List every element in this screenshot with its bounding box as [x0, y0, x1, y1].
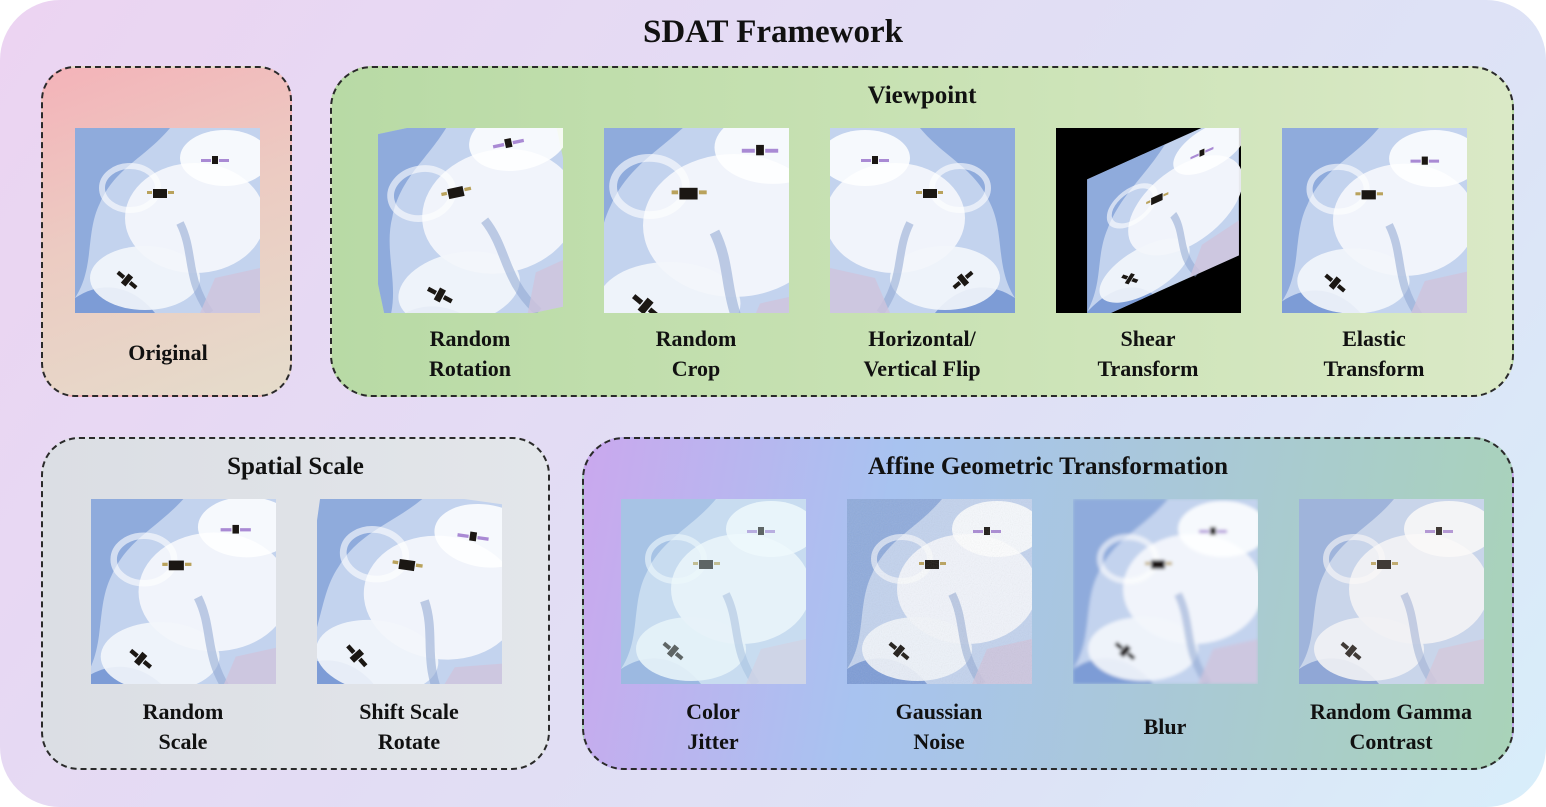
satellite-icon — [220, 524, 251, 534]
satellite-icon — [162, 560, 192, 571]
satellite-icon — [693, 560, 720, 569]
thumb-random-crop — [604, 128, 789, 313]
satellite-scene-image — [317, 499, 502, 684]
thumb-color-jitter — [621, 499, 806, 684]
satellite-icon — [346, 644, 368, 668]
satellite-icon — [1114, 641, 1136, 661]
satellite-icon — [1371, 560, 1398, 569]
satellite-icon — [201, 156, 229, 164]
thumb-gamma-contrast — [1299, 499, 1484, 684]
satellite-icon — [631, 294, 660, 313]
satellite-icon — [1190, 146, 1214, 160]
satellite-icon — [1410, 156, 1440, 165]
satellite-icon — [1355, 190, 1383, 200]
satellite-icon — [1145, 560, 1172, 569]
panel-original: Original — [41, 66, 292, 397]
satellite-scene-image — [621, 499, 806, 684]
satellite-scene-image — [75, 128, 260, 313]
panel-title-viewpoint: Viewpoint — [867, 82, 977, 109]
satellite-icon — [116, 270, 138, 290]
panel-title-affine: Affine Geometric Transformation — [867, 453, 1229, 480]
satellite-icon — [1425, 527, 1453, 535]
thumb-shift-scale-rotate — [317, 499, 502, 684]
satellite-icon — [129, 648, 152, 669]
satellite-icon — [741, 144, 779, 156]
satellite-icon — [426, 286, 453, 304]
thumb-flip — [830, 128, 1015, 313]
caption-flip: Horizontal/Vertical Flip — [863, 326, 981, 381]
satellite-scene-image — [830, 128, 1015, 313]
satellite-icon — [747, 527, 775, 535]
caption-blur: Blur — [1143, 714, 1187, 739]
panel-viewpoint: Viewpoint — [330, 66, 1514, 397]
thumb-blur — [1073, 499, 1258, 684]
satellite-scene-image — [1282, 128, 1467, 313]
satellite-scene-image — [1299, 499, 1484, 684]
caption-original: Original — [128, 340, 208, 365]
satellite-icon — [1199, 527, 1227, 535]
satellite-icon — [1146, 191, 1169, 206]
panel-affine: Affine Geometric Transformation — [582, 437, 1514, 770]
panel-title-spatial-scale: Spatial Scale — [227, 453, 364, 480]
satellite-icon — [1324, 273, 1346, 293]
satellite-icon — [1340, 641, 1362, 661]
thumb-random-scale — [91, 499, 276, 684]
satellite-icon — [392, 558, 423, 572]
satellite-icon — [1121, 273, 1139, 285]
satellite-scene-image — [91, 499, 276, 684]
satellite-icon — [492, 138, 525, 149]
thumb-random-rotation — [378, 128, 563, 313]
satellite-icon — [952, 270, 974, 290]
satellite-scene-image — [1056, 128, 1241, 313]
satellite-icon — [916, 189, 943, 198]
thumb-shear — [1056, 128, 1241, 313]
satellite-scene-image — [1073, 499, 1258, 684]
satellite-icon — [441, 186, 472, 200]
figure-title: SDAT Framework — [642, 14, 903, 50]
satellite-scene-image — [604, 128, 789, 313]
panel-spatial-scale: Spatial Scale — [41, 437, 550, 770]
satellite-scene-image — [847, 499, 1032, 684]
satellite-icon — [861, 156, 889, 164]
satellite-scene-image — [378, 128, 563, 313]
thumb-original — [75, 128, 260, 313]
satellite-icon — [671, 187, 707, 200]
thumb-elastic — [1282, 128, 1467, 313]
satellite-icon — [457, 531, 489, 542]
satellite-icon — [147, 189, 174, 198]
satellite-icon — [662, 641, 684, 661]
thumb-gaussian-noise — [847, 499, 1032, 684]
